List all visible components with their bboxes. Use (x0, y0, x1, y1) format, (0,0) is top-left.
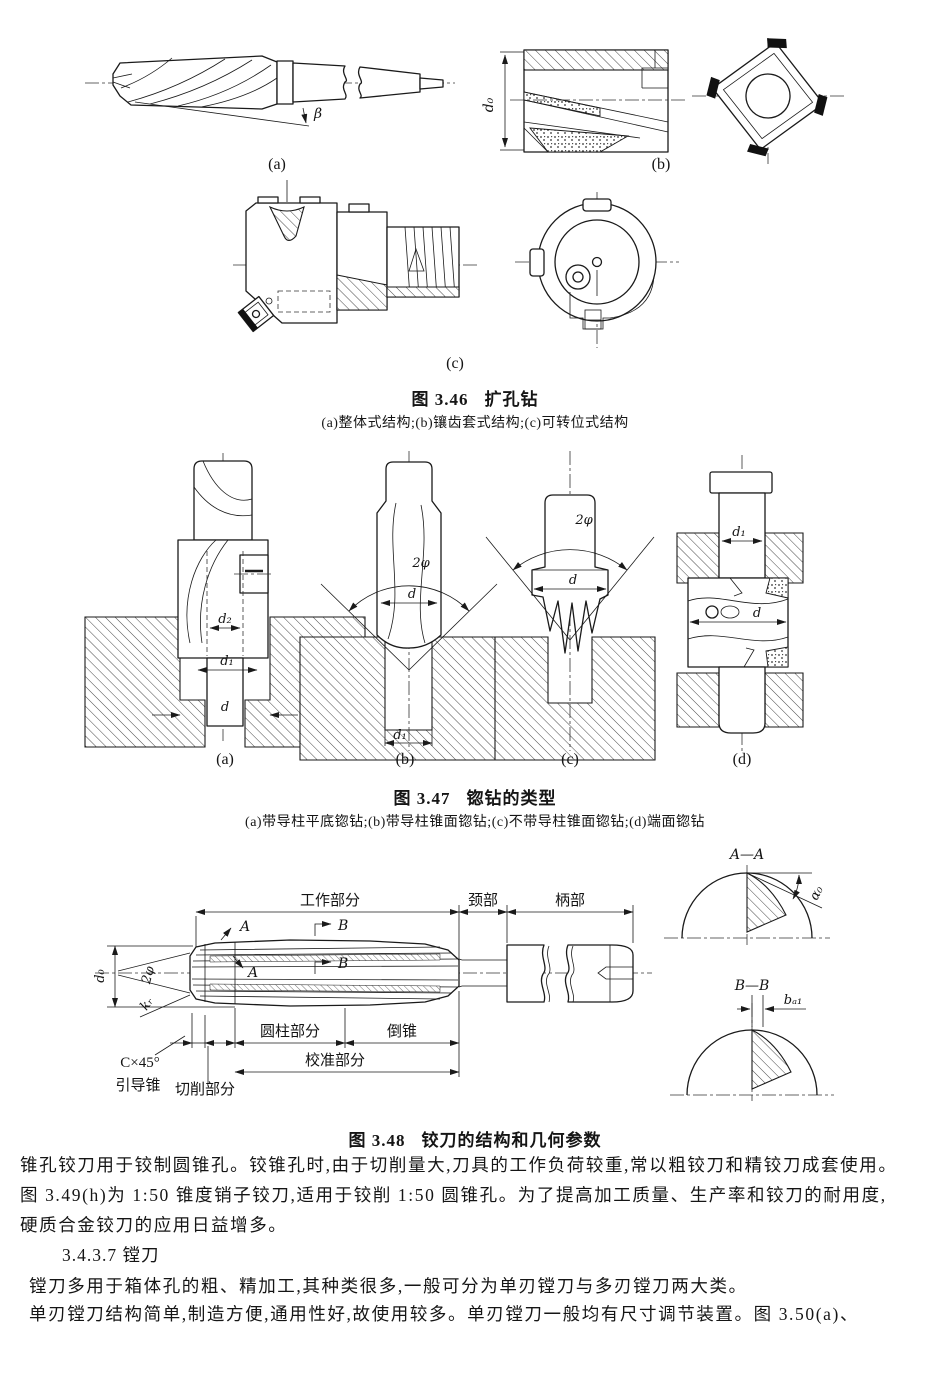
fig346b-shell-section: d₀ (b) (481, 38, 846, 173)
fig346a-integral-drill: β (a) (85, 55, 455, 173)
section-mark-b2: B (337, 956, 348, 972)
d1-dim-label: d₁ (732, 525, 746, 540)
alpha0-dim-label: α₀ (807, 883, 827, 903)
chamfer-label: C×45° (120, 1055, 159, 1071)
paragraph3: 单刃镗刀结构简单,制造方便,通用性好,故使用较多。单刃镗刀一般均有尺寸调节装置。… (29, 1304, 860, 1324)
section-bb-title: B—B (734, 978, 770, 994)
d2-dim-label: d₂ (218, 612, 232, 627)
section-mark-a2: A (246, 965, 258, 981)
figure-348-drawing: 工作部分 颈部 柄部 d₀ 2φ kᵣ (93, 847, 834, 1101)
d-dim-label: d (408, 587, 416, 602)
paragraph1-line2: 图 3.49(h)为 1:50 锥度销子铰刀,适用于铰削 1:50 圆锥孔。为了… (20, 1185, 887, 1205)
fig347b-label: (b) (396, 751, 415, 768)
fig347d-end-face-counterbore: d₁ d (d) (676, 455, 804, 768)
figure-346-drawing: β (a) d₀ (85, 38, 846, 372)
d-dim-label: d (221, 700, 229, 715)
d-dim-label: d (753, 606, 761, 621)
paragraph1-line1: 锥孔铰刀用于铰制圆锥孔。铰锥孔时,由于切削量大,刀具的工作负荷较重,常以粗铰刀和… (20, 1155, 898, 1175)
beta-angle-label: β (313, 106, 322, 122)
fig348-section-aa: A—A α₀ (664, 847, 830, 945)
2phi-dim-label: 2φ (574, 513, 593, 528)
guide-cone-label: 引导锥 (115, 1077, 160, 1094)
section-mark-b: B (337, 918, 348, 934)
fig347d-label: (d) (733, 751, 752, 768)
section-aa-title: A—A (728, 847, 764, 863)
paragraph1-line3: 硬质合金铰刀的应用日益增多。 (20, 1215, 288, 1235)
fig347c-label: (c) (561, 751, 579, 768)
ba1-dim-label: bₐ₁ (784, 993, 802, 1008)
fig347c-countersink: 2φ d (c) (485, 451, 656, 768)
d-dim-label: d (569, 573, 577, 588)
cutting-part-label: 切削部分 (175, 1081, 235, 1098)
fig348-reamer-main-view: 工作部分 颈部 柄部 d₀ 2φ kᵣ (93, 892, 652, 1098)
fig347b-pilot-cone-counterbore: 2φ d d₁ (b) (299, 451, 511, 768)
cylindrical-part-label: 圆柱部分 (260, 1023, 320, 1040)
d1-dim-label: d₁ (393, 728, 407, 743)
section-mark-a: A (238, 919, 250, 935)
d0-dim-label: d₀ (93, 968, 108, 982)
d1-dim-label: d₁ (220, 654, 234, 669)
2phi-dim-label: 2φ (411, 556, 430, 571)
neck-label: 颈部 (468, 892, 498, 909)
fig346c-indexable-tool: (c) (233, 180, 679, 372)
fig346c-label: (c) (446, 355, 464, 372)
calibrating-part-label: 校准部分 (305, 1052, 365, 1069)
fig346-subcaption: (a)整体式结构;(b)镶齿套式结构;(c)可转位式结构 (321, 416, 629, 431)
back-taper-label: 倒锥 (387, 1023, 417, 1040)
fig347-subcaption: (a)带导柱平底锪钻;(b)带导柱锥面锪钻;(c)不带导柱锥面锪钻;(d)端面锪… (245, 815, 705, 830)
paragraph2: 镗刀多用于箱体孔的粗、精加工,其种类很多,一般可分为单刃镗刀与多刃镗刀两大类。 (29, 1276, 748, 1296)
d0-dim-label: d₀ (481, 97, 497, 112)
working-part-label: 工作部分 (300, 892, 360, 909)
fig348-section-bb: B—B bₐ₁ (670, 978, 834, 1101)
fig347a-label: (a) (216, 751, 234, 768)
figure-347-drawing: d₂ d₁ d (a) 2φ d d₁ (b) (84, 451, 804, 768)
fig346b-label: (b) (652, 156, 671, 173)
section-heading-3437: 3.4.3.7 镗刀 (62, 1245, 160, 1265)
fig346a-label: (a) (268, 156, 286, 173)
shank-label: 柄部 (555, 892, 585, 909)
2phi-dim-label: 2φ (139, 964, 158, 986)
